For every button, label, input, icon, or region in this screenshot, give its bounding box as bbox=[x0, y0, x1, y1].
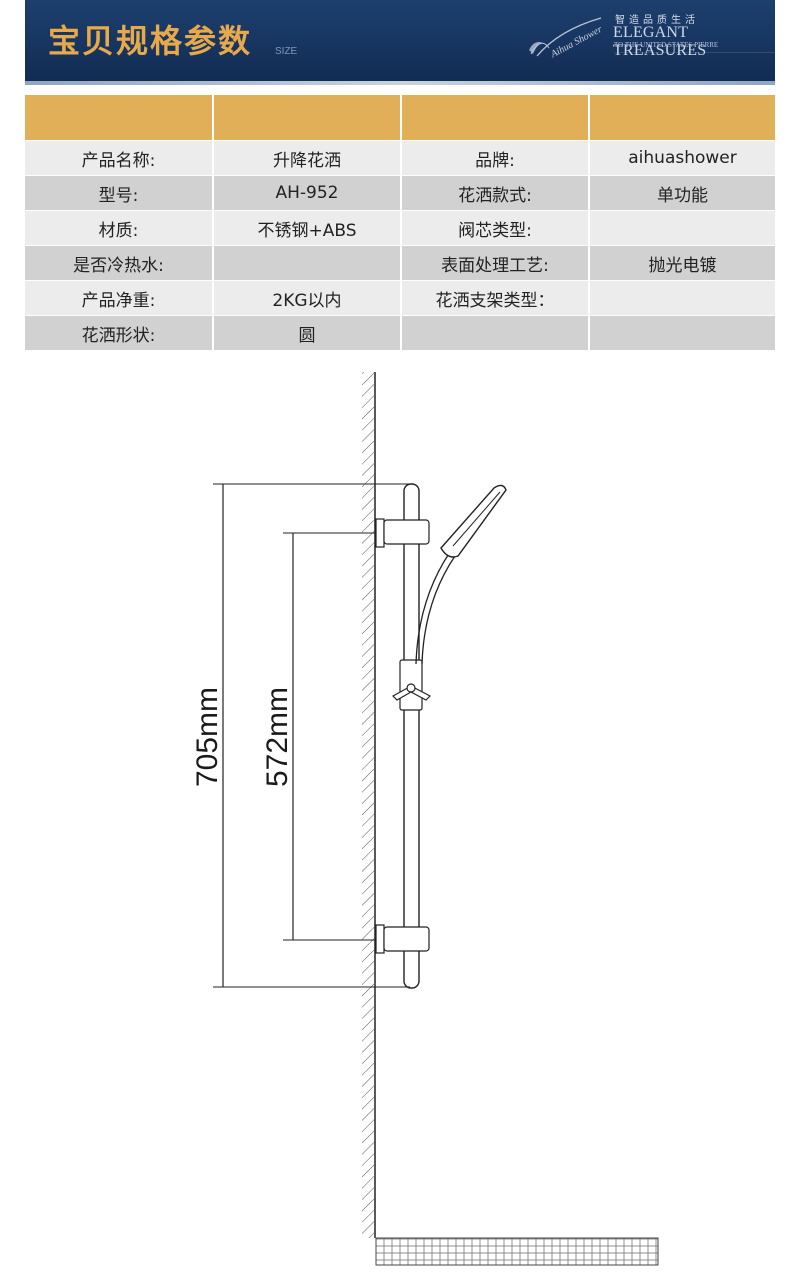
page-title: 宝贝规格参数 bbox=[48, 22, 253, 60]
table-row: 材质: 不锈钢+ABS 阀芯类型: bbox=[25, 210, 775, 246]
spec-label: 型号: bbox=[25, 175, 214, 211]
spec-label: 产品名称: bbox=[25, 140, 214, 176]
spec-label: 产品净重: bbox=[25, 280, 214, 316]
banner-divider bbox=[614, 52, 775, 61]
header-cell bbox=[589, 95, 775, 141]
spec-value bbox=[589, 210, 775, 246]
dimension-outer-label: 705mm bbox=[191, 687, 224, 787]
wall bbox=[362, 372, 376, 1238]
table-row: 花洒形状: 圆 bbox=[25, 315, 775, 351]
spec-table: 产品名称: 升降花洒 品牌: aihuashower 型号: AH-952 花洒… bbox=[25, 95, 775, 351]
spec-label: 是否冷热水: bbox=[25, 245, 214, 281]
spec-label: 品牌: bbox=[401, 140, 590, 176]
spec-value bbox=[589, 315, 775, 351]
size-label: SIZE bbox=[275, 46, 298, 57]
header-cell bbox=[401, 95, 590, 141]
technical-drawing: 705mm 572mm bbox=[191, 372, 659, 1266]
spec-label: 阀芯类型: bbox=[401, 210, 590, 246]
spec-label bbox=[401, 315, 590, 351]
spec-value: 抛光电镀 bbox=[589, 245, 775, 281]
table-row: 产品净重: 2KG以内 花洒支架类型： bbox=[25, 280, 775, 316]
spec-label: 表面处理工艺: bbox=[401, 245, 590, 281]
shower-hose bbox=[415, 551, 456, 665]
top-wall-bracket bbox=[375, 518, 430, 548]
spec-label: 花洒形状: bbox=[25, 315, 214, 351]
spec-value bbox=[589, 280, 775, 316]
dimension-inner: 572mm bbox=[261, 532, 376, 941]
table-row: 产品名称: 升降花洒 品牌: aihuashower bbox=[25, 140, 775, 176]
header-cell bbox=[213, 95, 402, 141]
tagline: TO THE UNITED STATES PIERRE bbox=[614, 41, 719, 49]
dimension-outer: 705mm bbox=[191, 483, 410, 988]
slogan-cn: 智造品质生活 bbox=[615, 15, 699, 26]
spec-value: 升降花洒 bbox=[213, 140, 402, 176]
sliding-holder bbox=[392, 659, 432, 711]
spec-value: AH-952 bbox=[213, 175, 402, 211]
spec-value: 圆 bbox=[213, 315, 402, 351]
table-row: 是否冷热水: 表面处理工艺: 抛光电镀 bbox=[25, 245, 775, 281]
brand-logo: Aihua Shower bbox=[529, 17, 604, 61]
spec-value: 单功能 bbox=[589, 175, 775, 211]
dimension-inner-label: 572mm bbox=[261, 687, 294, 787]
logo-text: Aihua Shower bbox=[548, 24, 604, 61]
bottom-wall-bracket bbox=[375, 924, 430, 954]
hand-shower bbox=[440, 484, 507, 558]
slogan-en: ELEGANT TREASURES bbox=[613, 24, 707, 59]
header-banner: 宝贝规格参数 SIZE Aihua Shower 智造品质生活 ELEGANT … bbox=[25, 0, 775, 81]
spec-value: 2KG以内 bbox=[213, 280, 402, 316]
spec-value: aihuashower bbox=[589, 140, 775, 176]
table-row: 型号: AH-952 花洒款式: 单功能 bbox=[25, 175, 775, 211]
slide-rail bbox=[403, 483, 420, 989]
spec-table-header bbox=[25, 95, 775, 141]
spec-label: 材质: bbox=[25, 210, 214, 246]
floor bbox=[375, 1237, 659, 1266]
spec-value bbox=[213, 245, 402, 281]
banner-stripe bbox=[25, 81, 775, 85]
spec-value: 不锈钢+ABS bbox=[213, 210, 402, 246]
spec-label: 花洒款式: bbox=[401, 175, 590, 211]
header-cell bbox=[25, 95, 214, 141]
spec-label: 花洒支架类型： bbox=[401, 280, 590, 316]
